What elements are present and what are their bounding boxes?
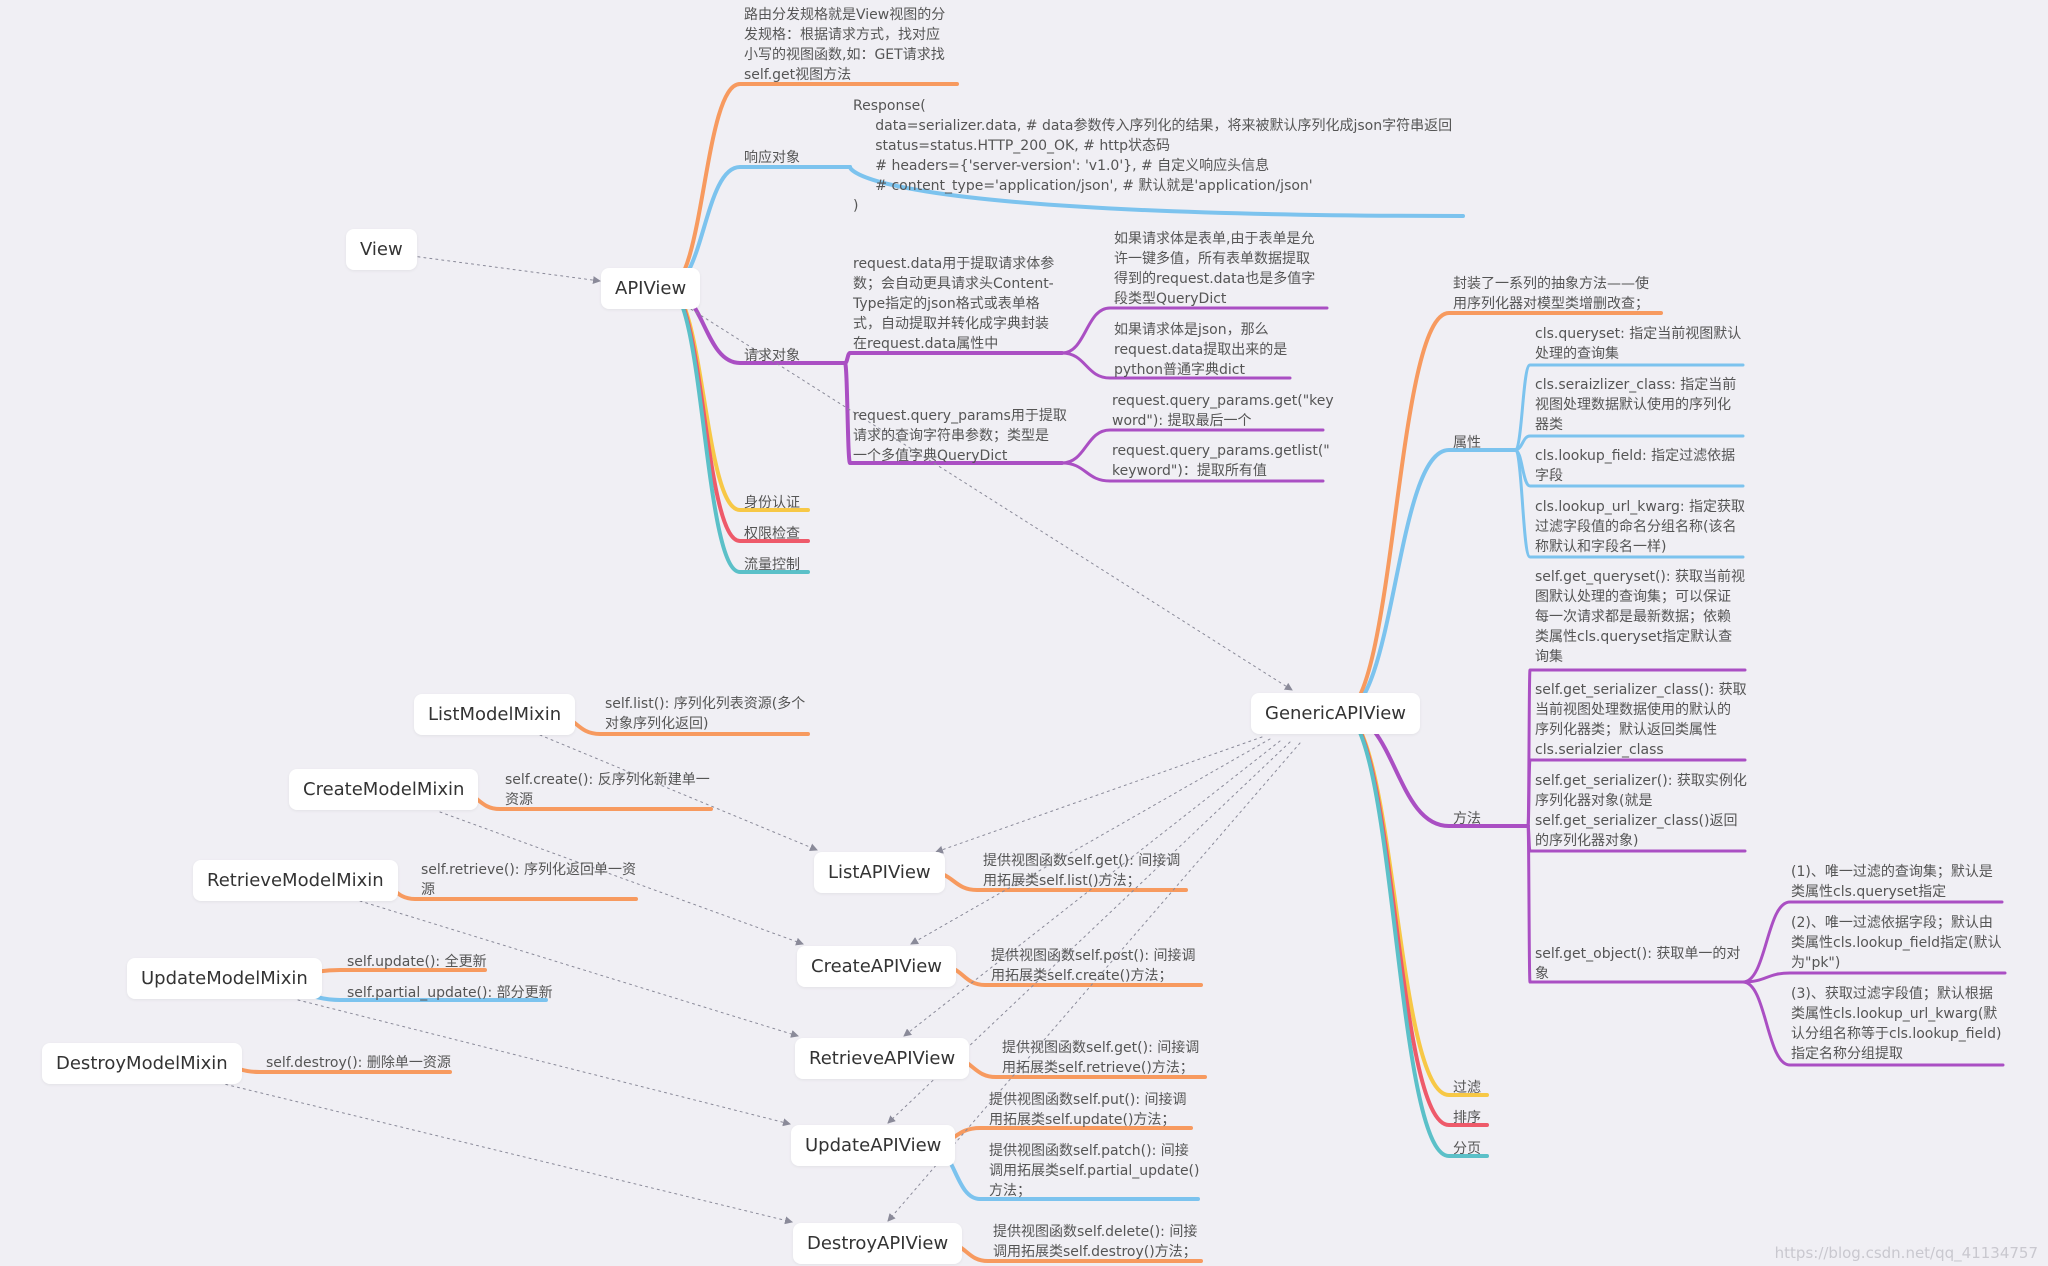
dotted-link-50 [910, 738, 1271, 945]
leaf-create-apiview-post: 提供视图函数self.post(): 间接调 用拓展类self.create()… [991, 948, 1196, 984]
leaf-query-params-get: request.query_params.get("key word"): 提取… [1112, 393, 1334, 429]
node-retrieve-apiview[interactable]: RetrieveAPIView [795, 1038, 970, 1079]
leaf-get-object-step2: (2)、唯一过滤依据字段；默认由 类属性cls.lookup_field指定(默… [1791, 915, 2002, 971]
leaf-m-get-queryset: self.get_queryset(): 获取当前视 图默认处理的查询集；可以保… [1535, 569, 1746, 665]
branch-line-21 [1526, 758, 1747, 828]
node-update-apiview[interactable]: UpdateAPIView [791, 1125, 956, 1166]
leaf-query-params: request.query_params用于提取 请求的查询字符串参数；类型是 … [853, 408, 1067, 464]
branch-line-2 [848, 165, 1465, 218]
node-retrieve-model-mixin[interactable]: RetrieveModelMixin [193, 860, 398, 901]
leaf-generic-summary: 封装了一系列的抽象方法——使 用序列化器对模型类增删改查； [1453, 276, 1649, 312]
branch-throttling: 流量控制 [744, 557, 800, 573]
node-generic-apiview[interactable]: GenericAPIView [1251, 693, 1420, 734]
leaf-m-get-serializer: self.get_serializer(): 获取实例化 序列化器对象(就是 s… [1535, 773, 1747, 849]
leaf-m-get-serializer-class: self.get_serializer_class(): 获取 当前视图处理数据… [1535, 682, 1747, 758]
node-list-model-mixin[interactable]: ListModelMixin [414, 694, 576, 735]
branch-line-25 [1741, 971, 2007, 984]
branch-line-5 [843, 361, 1064, 465]
leaf-request-data: request.data用于提取请求体参 数；会自动更具请求头Content- … [853, 256, 1055, 352]
leaf-destroy-apiview-delete: 提供视图函数self.delete(): 间接 调用拓展类self.destro… [993, 1224, 1198, 1260]
node-apiview[interactable]: APIView [601, 268, 701, 309]
leaf-mixin-update: self.update(): 全更新 [347, 954, 487, 970]
branch-attributes: 属性 [1453, 435, 1481, 451]
branch-line-13 [1340, 311, 1663, 715]
branch-line-23 [1526, 824, 1745, 984]
node-update-model-mixin[interactable]: UpdateModelMixin [127, 958, 322, 999]
leaf-retrieve-apiview-get: 提供视图函数self.get(): 间接调 用拓展类self.retrieve(… [1002, 1040, 1200, 1076]
branch-line-7 [1060, 351, 1292, 380]
leaf-query-params-getlist: request.query_params.getlist(" keyword")… [1112, 443, 1330, 479]
branch-permission: 权限检查 [744, 526, 800, 542]
node-create-apiview[interactable]: CreateAPIView [797, 946, 957, 987]
dotted-link-45 [439, 811, 804, 946]
leaf-attr-lookup-url-kwarg: cls.lookup_url_kwarg: 指定获取 过滤字段值的命名分组名称(… [1535, 499, 1746, 555]
node-destroy-model-mixin[interactable]: DestroyModelMixin [42, 1043, 242, 1084]
branch-ordering: 排序 [1453, 1110, 1481, 1126]
leaf-mixin-list: self.list(): 序列化列表资源(多个 对象序列化返回) [605, 696, 806, 732]
leaf-mixin-destroy: self.destroy(): 删除单一资源 [266, 1055, 451, 1071]
leaf-attr-queryset: cls.queryset: 指定当前视图默认 处理的查询集 [1535, 326, 1742, 362]
branch-response-object: 响应对象 [744, 150, 800, 166]
branch-methods: 方法 [1453, 811, 1481, 827]
branch-authentication: 身份认证 [744, 495, 800, 511]
node-destroy-apiview[interactable]: DestroyAPIView [793, 1223, 963, 1264]
dotted-link-47 [297, 999, 791, 1127]
dotted-link-51 [903, 740, 1281, 1037]
leaf-attr-serializer-class: cls.seraizlizer_class: 指定当前 视图处理数据默认使用的序… [1535, 377, 1737, 433]
dotted-link-44 [539, 734, 818, 852]
leaf-response-code: Response( data=serializer.data, # data参数… [853, 98, 1453, 214]
dotted-link-49 [935, 736, 1263, 854]
leaf-m-get-object: self.get_object(): 获取单一的对 象 [1535, 946, 1741, 982]
node-create-model-mixin[interactable]: CreateModelMixin [289, 769, 479, 810]
branch-line-6 [1060, 306, 1329, 355]
branch-line-15 [1513, 363, 1745, 452]
branch-line-4 [843, 351, 1064, 365]
dotted-link-43 [685, 305, 1293, 691]
leaf-mixin-retrieve: self.retrieve(): 序列化返回单一资 源 [421, 862, 636, 898]
branch-line-29 [1340, 711, 1489, 1158]
branch-request-object: 请求对象 [744, 348, 800, 364]
dotted-link-46 [359, 900, 799, 1038]
branch-line-26 [1741, 980, 2005, 1067]
leaf-get-object-step1: (1)、唯一过滤的查询集；默认是 类属性cls.queryset指定 [1791, 864, 1993, 900]
leaf-request-data-json: 如果请求体是json，那么 request.data提取出来的是 python普… [1114, 322, 1288, 378]
dotted-link-48 [219, 1082, 793, 1225]
branch-line-8 [1060, 428, 1325, 465]
watermark: https://blog.csdn.net/qq_41134757 [1774, 1244, 2038, 1262]
branch-pagination: 分页 [1453, 1141, 1481, 1157]
leaf-update-apiview-patch: 提供视图函数self.patch(): 间接 调用拓展类self.partial… [989, 1143, 1200, 1199]
branch-filter: 过滤 [1453, 1080, 1481, 1096]
branch-line-18 [1513, 448, 1745, 559]
leaf-get-object-step3: (3)、获取过滤字段值；默认根据 类属性cls.lookup_url_kwarg… [1791, 986, 2002, 1062]
branch-line-9 [1060, 461, 1325, 483]
node-view[interactable]: View [346, 229, 417, 270]
leaf-request-data-form: 如果请求体是表单,由于表单是允 许一键多值，所有表单数据提取 得到的reques… [1114, 231, 1316, 307]
leaf-dispatch-rule: 路由分发规格就是View视图的分 发规格：根据请求方式，找对应 小写的视图函数,… [744, 7, 946, 83]
node-list-apiview[interactable]: ListAPIView [814, 852, 945, 893]
leaf-update-apiview-put: 提供视图函数self.put(): 间接调 用拓展类self.update()方… [989, 1092, 1187, 1128]
leaf-attr-lookup-field: cls.lookup_field: 指定过滤依据 字段 [1535, 448, 1736, 484]
leaf-mixin-create: self.create(): 反序列化新建单一 资源 [505, 772, 710, 808]
leaf-list-apiview-get: 提供视图函数self.get(): 间接调 用拓展类self.list()方法； [983, 853, 1181, 889]
leaf-mixin-partial-update: self.partial_update(): 部分更新 [347, 985, 553, 1001]
dotted-link-42 [411, 255, 601, 285]
branch-line-24 [1741, 900, 2004, 984]
